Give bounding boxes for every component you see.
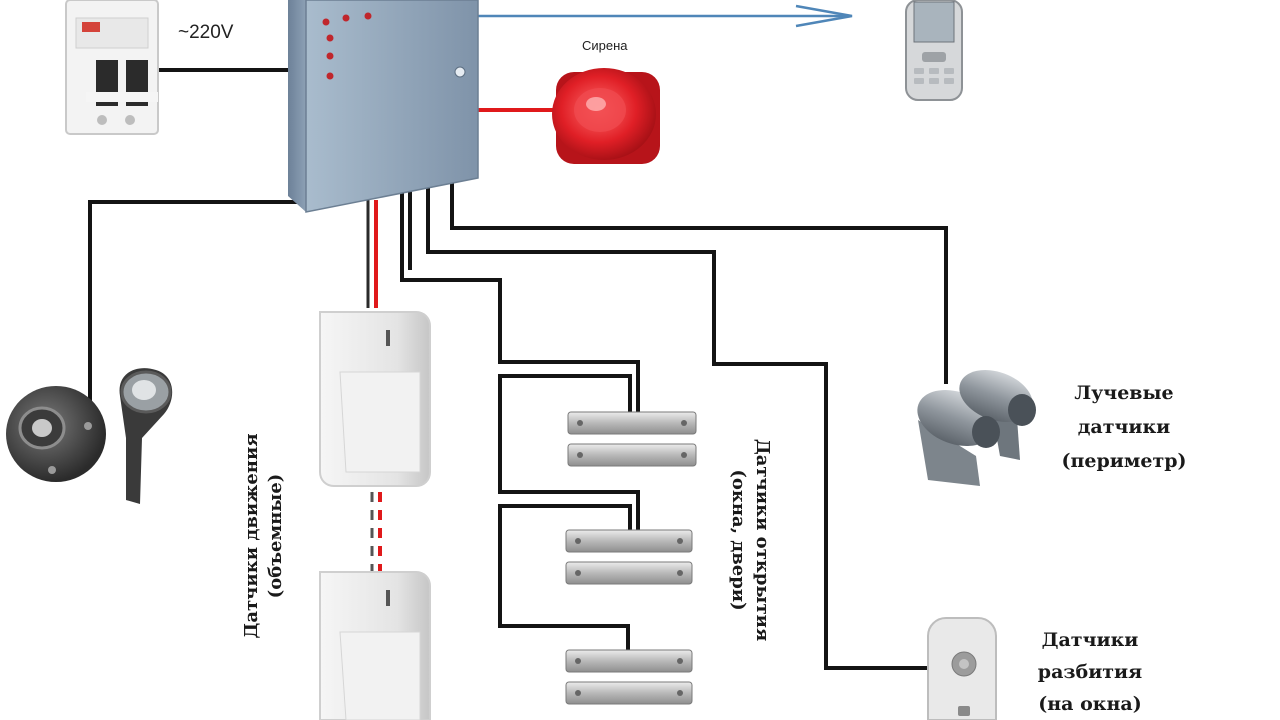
break-sensors-label: Датчики разбития (на окна) xyxy=(1020,624,1160,720)
opening-sensors-line-2: (окна, двери) xyxy=(727,469,749,611)
opening-sensors-line-1: Датчики открытия xyxy=(752,438,773,642)
glass-break-wire xyxy=(426,186,930,670)
voltage-label: ~220V xyxy=(178,22,234,43)
reed-loop-2 xyxy=(498,504,632,654)
beam-sensors-line-3: (периметр) xyxy=(1061,450,1187,472)
circuit-breaker xyxy=(65,0,159,135)
beam-sensor xyxy=(917,369,1036,486)
motion-sensors-label: Датчики движения (объемные) xyxy=(240,386,304,686)
beam-sensors-line-2: датчики xyxy=(1077,416,1171,438)
siren-device xyxy=(552,68,660,164)
reed-bundle-wire-1 xyxy=(400,190,640,416)
motion-sensor-1 xyxy=(319,311,431,487)
motion-sensors-line-1: Датчики движения xyxy=(241,433,262,639)
break-sensors-line-2: разбития xyxy=(1037,661,1143,683)
beam-sensors-label: Лучевые датчики (периметр) xyxy=(1044,376,1204,478)
reed-loop-1 xyxy=(498,374,640,530)
motion-sensors-line-2: (объемные) xyxy=(265,473,287,599)
wiring xyxy=(88,68,948,670)
opening-sensors-label: Датчики открытия (окна, двери) xyxy=(710,390,774,690)
key-fob xyxy=(119,368,173,504)
break-sensors-line-1: Датчики xyxy=(1041,629,1139,651)
panel-indicator-leds xyxy=(322,12,372,80)
reed-sensor-3 xyxy=(565,649,693,705)
control-panel xyxy=(288,0,479,213)
red-wiring xyxy=(374,108,556,308)
reed-sensor-1 xyxy=(567,411,697,467)
beam-sensors-line-1: Лучевые xyxy=(1074,382,1174,404)
panel-lock xyxy=(454,66,466,78)
reed-sensor-2 xyxy=(565,529,693,585)
key-reader-wire xyxy=(88,200,308,408)
gsm-link-arrow xyxy=(478,4,853,28)
siren-label: Сирена xyxy=(582,38,628,53)
key-reader xyxy=(6,386,106,482)
beam-wire xyxy=(450,180,948,384)
break-sensors-line-3: (на окна) xyxy=(1038,693,1142,715)
motion-sensor-2 xyxy=(319,571,431,720)
glass-break-sensor xyxy=(927,617,997,720)
mobile-phone xyxy=(905,0,963,101)
